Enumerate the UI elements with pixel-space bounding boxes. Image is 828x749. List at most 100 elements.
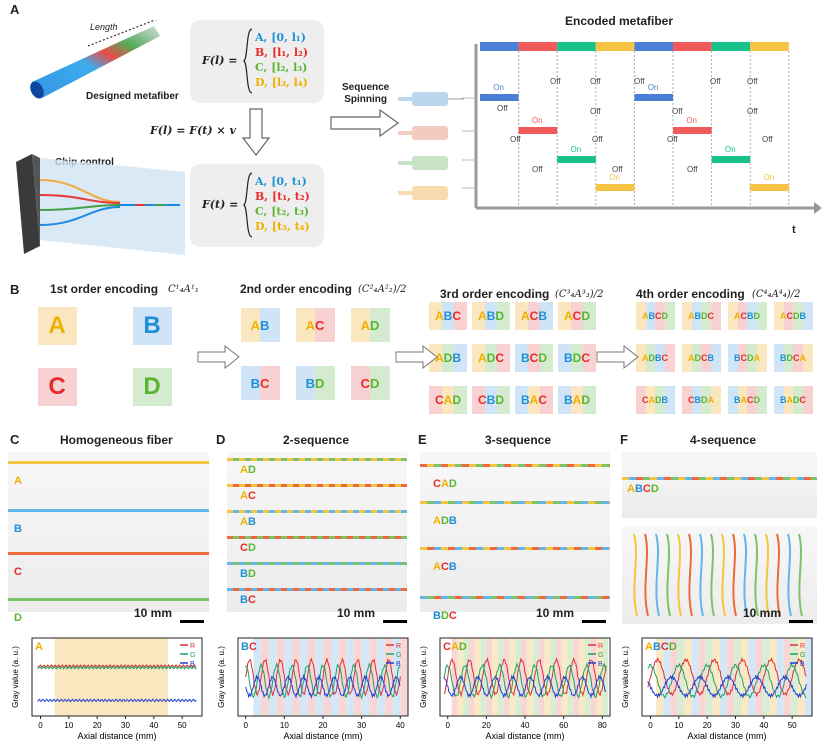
legend-label: R — [190, 643, 195, 650]
fiber-homogeneous-A — [8, 461, 209, 464]
encoded-segment — [480, 42, 519, 51]
fiber-label-AB: AB — [240, 516, 256, 528]
off-label: Off — [634, 77, 645, 86]
eq-fl-case-c: C, [l₂, l₃) — [255, 61, 308, 74]
panel-c-title: Homogeneous fiber — [60, 433, 173, 447]
scale-d-bar — [383, 620, 407, 623]
on-label: On — [571, 145, 582, 154]
fiber-label-CAD: CAD — [433, 478, 457, 490]
length-label: Length — [90, 22, 118, 32]
off-label: Off — [590, 77, 601, 86]
eq-fl-case-d: D, [l₃, l₄) — [255, 76, 308, 89]
fiber-2seq-AC — [227, 484, 407, 487]
photo-3-sequence — [420, 452, 610, 612]
metafiber-illustration — [30, 20, 160, 99]
fiber-2seq-BC — [227, 588, 407, 591]
eq-ft-case-c: C, [t₂, t₃) — [255, 205, 310, 218]
on-label: On — [648, 83, 659, 92]
chip-illustration — [16, 154, 185, 255]
off-label: Off — [550, 77, 561, 86]
off-label: Off — [510, 135, 521, 144]
x-tick-label: 20 — [93, 721, 102, 730]
off-label: Off — [612, 165, 623, 174]
fiber-3seq-BDC — [420, 596, 610, 599]
off-label: Off — [672, 107, 683, 116]
x-tick-label: 60 — [559, 721, 568, 730]
on-label: On — [725, 145, 736, 154]
third-order-title: 3rd order encoding — [440, 287, 550, 301]
eq-fl-label: F(l) = — [202, 54, 238, 67]
arrow-icon-1 — [197, 345, 240, 369]
fiber-2seq-AB — [227, 510, 407, 513]
series-line-B — [443, 674, 607, 699]
first-order-tile: B — [133, 307, 172, 345]
fiber-2seq-AD — [227, 458, 407, 461]
off-label: Off — [747, 77, 758, 86]
right-arrow-icon — [330, 108, 400, 138]
panel-label-e: E — [418, 432, 427, 447]
fiber-homogeneous-C — [8, 552, 209, 555]
fiber-label-C: C — [14, 566, 22, 578]
encoded-segment — [711, 42, 751, 51]
legend-label: R — [598, 643, 603, 650]
off-label: Off — [762, 135, 773, 144]
x-tick-label: 40 — [759, 721, 768, 730]
off-label: Off — [592, 135, 603, 144]
x-tick-label: 0 — [648, 721, 653, 730]
series-line-B — [37, 698, 197, 703]
encoded-segment — [634, 42, 673, 51]
series-line-R — [37, 664, 197, 669]
fiber-homogeneous-D — [8, 598, 209, 601]
encoded-segment — [557, 42, 596, 51]
x-tick-label: 80 — [598, 721, 607, 730]
fiber-label-AC: AC — [240, 490, 256, 502]
panel-label-a: A — [10, 2, 20, 17]
off-label: Off — [497, 104, 508, 113]
encoded-segment — [518, 42, 558, 51]
fiber-label-B: B — [14, 523, 22, 535]
photo-4-sequence-coil — [622, 526, 817, 624]
fiber-label-BD: BD — [240, 568, 256, 580]
x-tick-label: 40 — [149, 721, 158, 730]
x-tick-label: 0 — [446, 721, 451, 730]
scale-e-bar — [582, 620, 606, 623]
off-label: Off — [747, 107, 758, 116]
off-label: Off — [667, 135, 678, 144]
fourth-order-formula: (C⁴₄A⁴₄)/2 — [752, 289, 801, 300]
fiber-label-D: D — [14, 612, 22, 624]
x-tick-label: 20 — [482, 721, 491, 730]
legend-label: G — [598, 652, 603, 659]
series-line-G — [245, 662, 401, 700]
x-tick-label: 20 — [319, 721, 328, 730]
brace-icon — [243, 28, 253, 94]
x-tick-label: 40 — [521, 721, 530, 730]
first-order-title: 1st order encoding — [50, 282, 159, 296]
legend-label: R — [800, 643, 805, 650]
photo-4-sequence-straight — [622, 452, 817, 518]
x-tick-label: 30 — [121, 721, 130, 730]
syringes-illustration — [398, 92, 464, 200]
fiber-3seq-ADB — [420, 501, 610, 504]
arrow-icon-3 — [596, 345, 639, 369]
scale-f-text: 10 mm — [743, 606, 782, 620]
fiber-3seq-ACB — [420, 547, 610, 550]
panel-label-c: C — [10, 432, 20, 447]
series-line-B — [245, 673, 401, 700]
series-line-B — [647, 673, 807, 699]
